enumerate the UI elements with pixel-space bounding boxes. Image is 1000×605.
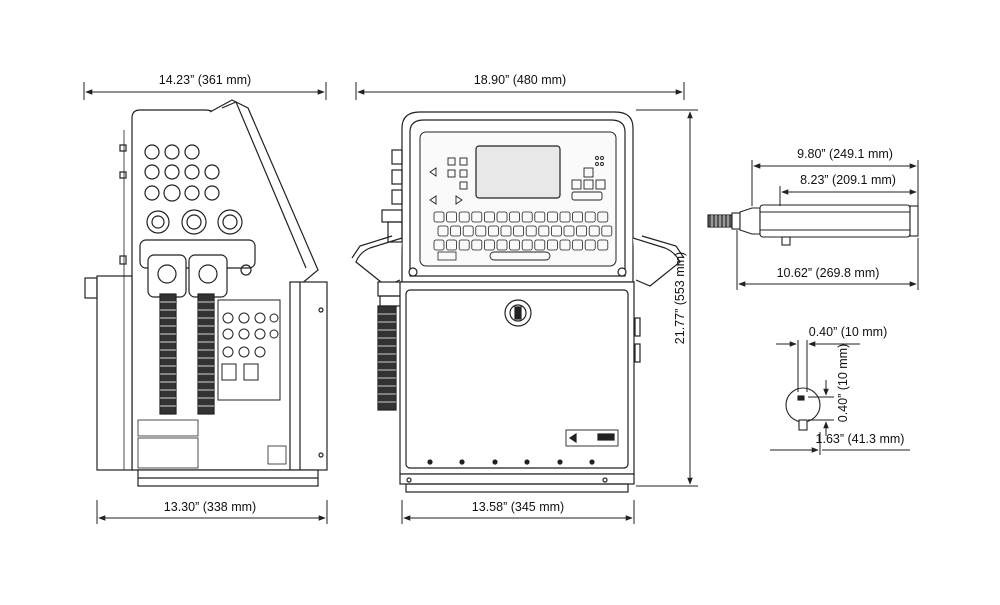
- printhead-body-length-label: 8.23” (209.1 mm): [800, 173, 896, 187]
- keyboard-key: [559, 211, 571, 223]
- keyboard-key: [462, 225, 474, 237]
- keyboard-key: [597, 211, 609, 223]
- head-top-width-label: 0.40” (10 mm): [809, 325, 888, 339]
- keyboard-keys: [433, 211, 613, 251]
- head-bottom-width-label: 1.63” (41.3 mm): [816, 432, 905, 446]
- keyboard-key: [588, 225, 600, 237]
- keyboard-key: [483, 211, 495, 223]
- keyboard-key: [559, 239, 571, 251]
- keyboard-key: [584, 239, 596, 251]
- keyboard-key: [572, 211, 583, 223]
- front-view: [351, 111, 685, 493]
- keyboard-key: [521, 239, 533, 251]
- printhead-overall-length-label: 10.62” (269.8 mm): [777, 266, 880, 280]
- keyboard-key: [521, 211, 533, 223]
- front-bottom-width-label: 13.58” (345 mm): [472, 500, 564, 514]
- printhead-end: [785, 387, 821, 431]
- keyboard-key: [500, 225, 512, 237]
- keyboard-key: [450, 225, 462, 237]
- keyboard-key: [471, 239, 483, 251]
- head-side-height-label: 0.40” (10 mm): [836, 344, 850, 423]
- keyboard-key: [437, 225, 449, 237]
- side-view: [84, 99, 328, 487]
- keyboard-key: [584, 211, 596, 223]
- io-panel: [217, 299, 281, 401]
- overall-height-label: 21.77” (553 mm): [673, 252, 687, 344]
- keyboard-key: [433, 211, 445, 223]
- keyboard-key: [547, 211, 558, 223]
- keyboard-key: [551, 225, 562, 237]
- dimension-labels: 14.23” (361 mm) 13.30” (338 mm) 18.90” (…: [159, 73, 905, 514]
- keyboard-key: [534, 239, 546, 251]
- keyboard-key: [538, 225, 550, 237]
- keyboard-key: [446, 211, 458, 223]
- keyboard-key: [597, 239, 609, 251]
- keyboard-key: [487, 225, 499, 237]
- keyboard-key: [475, 225, 487, 237]
- keyboard-key: [513, 225, 524, 237]
- printhead-side: [707, 204, 919, 246]
- keyboard-key: [509, 211, 521, 223]
- connector-grid: [144, 144, 243, 235]
- keyboard-key: [525, 225, 537, 237]
- keyboard-key: [534, 211, 546, 223]
- front-top-width-label: 18.90” (480 mm): [474, 73, 566, 87]
- keyboard-key: [509, 239, 521, 251]
- keyboard-key: [433, 239, 445, 251]
- keyboard-key: [483, 239, 495, 251]
- side-bottom-width-label: 13.30” (338 mm): [164, 500, 256, 514]
- keyboard-key: [563, 225, 575, 237]
- side-top-width-label: 14.23” (361 mm): [159, 73, 251, 87]
- keyboard-key: [458, 211, 470, 223]
- keyboard-key: [576, 225, 587, 237]
- keyboard-key: [458, 239, 470, 251]
- keyboard-key: [471, 211, 483, 223]
- keyboard-key: [496, 211, 508, 223]
- printhead-total-length-label: 9.80” (249.1 mm): [797, 147, 893, 161]
- keyboard-key: [572, 239, 583, 251]
- keyboard-key: [446, 239, 458, 251]
- keyboard-key: [496, 239, 508, 251]
- keyboard-key: [547, 239, 558, 251]
- dimension-lines: [83, 82, 919, 524]
- keyboard-key: [601, 225, 613, 237]
